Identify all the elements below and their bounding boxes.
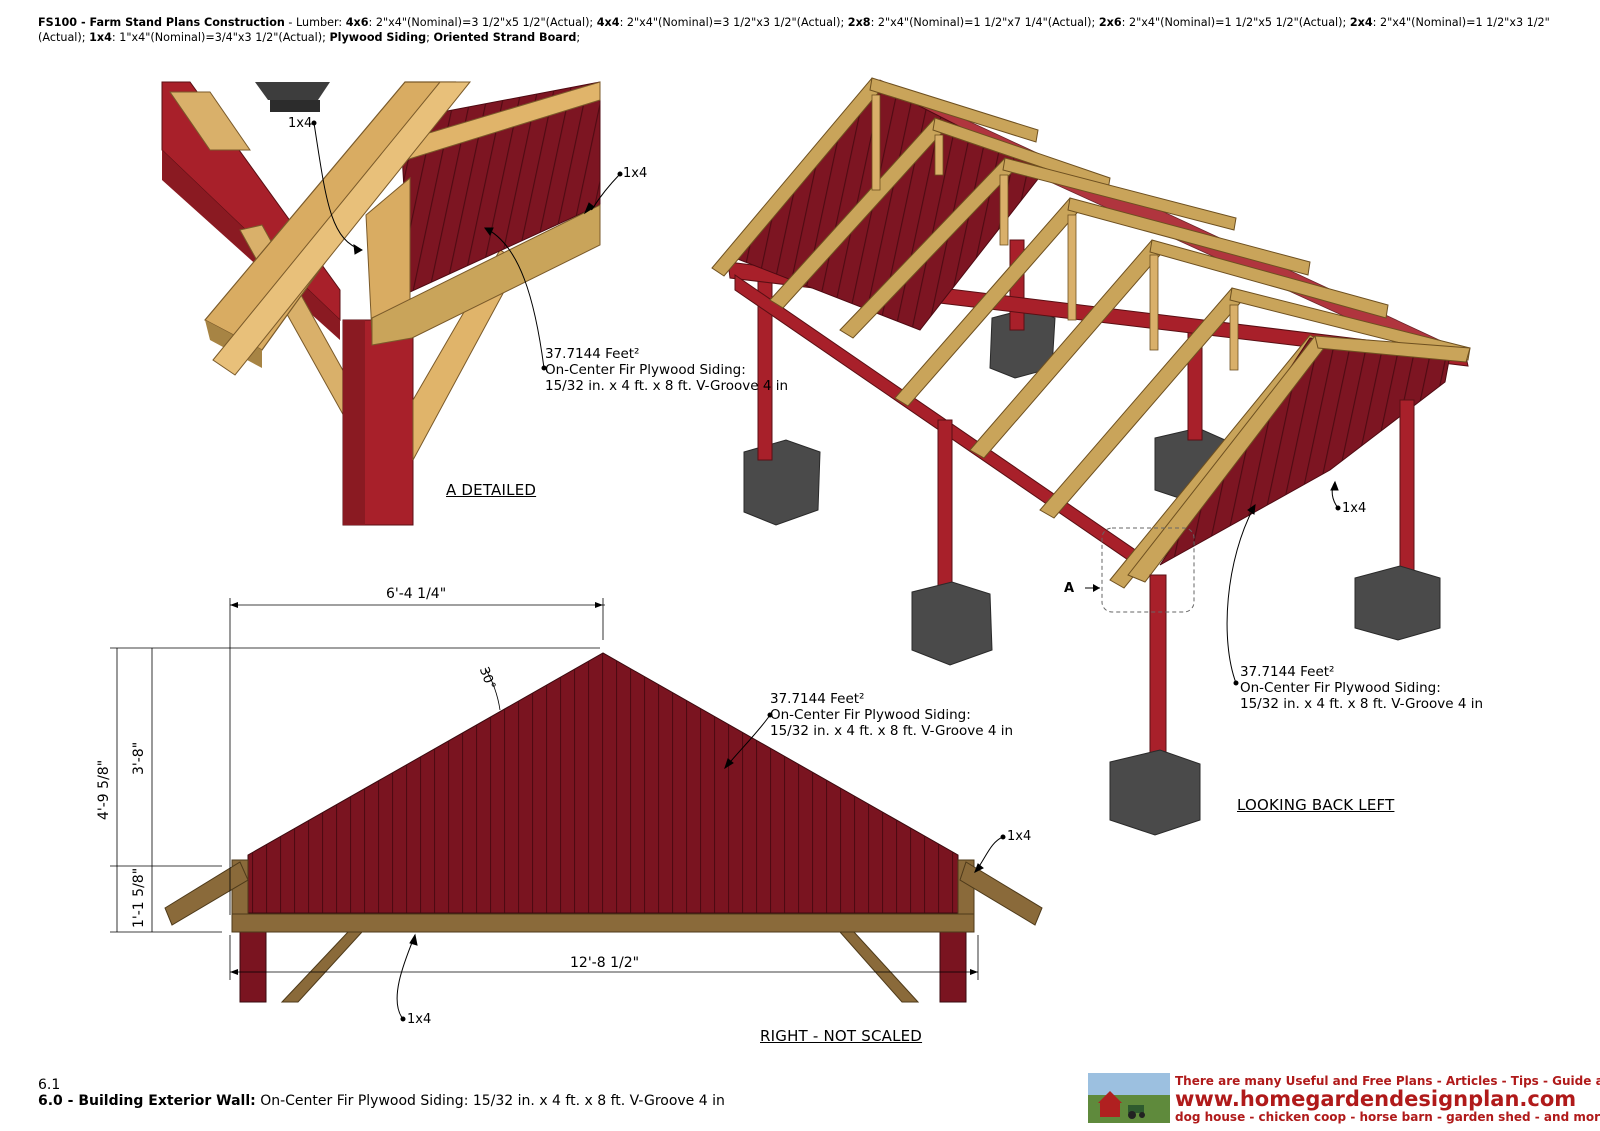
lumber-value: : 2"x4"(Nominal)=3 1/2"x5 1/2"(Actual); <box>368 16 597 29</box>
dim-total-width: 12'-8 1/2" <box>570 955 640 971</box>
lumber-value: : 2"x4"(Nominal)=1 1/2"x7 1/4"(Actual); <box>870 16 1099 29</box>
dim-total-height: 4'-9 5/8" <box>96 759 112 820</box>
footer-section: 6.0 - Building Exterior Wall: On-Center … <box>38 1093 725 1109</box>
iso-siding-note: 37.7144 Feet² On-Center Fir Plywood Sidi… <box>1240 664 1483 712</box>
section-title: 6.0 - Building Exterior Wall: <box>38 1093 256 1109</box>
elevation-leaders <box>396 712 1006 1022</box>
section-desc: On-Center Fir Plywood Siding: 15/32 in. … <box>255 1093 725 1109</box>
dim-gable-height: 3'-8" <box>131 741 147 775</box>
dim-top-width: 6'-4 1/4" <box>386 586 447 602</box>
detail-leaders <box>311 120 623 371</box>
dimension-ticks <box>230 602 978 975</box>
siding-desc-2: 15/32 in. x 4 ft. x 8 ft. V-Groove 4 in <box>545 378 789 394</box>
header-lumber-spec: FS100 - Farm Stand Plans Construction - … <box>38 16 1550 44</box>
detail-view-title: A DETAILED <box>446 481 537 499</box>
detail-siding-note: 37.7144 Feet² On-Center Fir Plywood Sidi… <box>545 346 788 394</box>
lumber-key: 2x6 <box>1098 16 1122 29</box>
plan-code: FS100 <box>38 16 78 29</box>
detail-a-drawing <box>161 81 601 526</box>
elevation-1x4-label-bottom: 1x4 <box>407 1012 432 1027</box>
lumber-value: : 1"x4"(Nominal)=3/4"x3 1/2"(Actual); <box>111 30 330 44</box>
siding-desc-1: On-Center Fir Plywood Siding: <box>1240 680 1441 696</box>
ad-tagline: There are many Useful and Free Plans - A… <box>1175 1074 1600 1088</box>
siding-desc-2: 15/32 in. x 4 ft. x 8 ft. V-Groove 4 in <box>1240 696 1484 712</box>
dimension-lines <box>110 598 979 980</box>
iso-drawing <box>711 77 1471 836</box>
siding-area: 37.7144 Feet² <box>1240 664 1335 680</box>
iso-leaders <box>1226 480 1341 686</box>
plywood-siding-label: Plywood Siding <box>329 30 427 44</box>
detail-1x4-label-a: 1x4 <box>288 116 313 131</box>
detail-1x4-label-b: 1x4 <box>623 166 648 181</box>
siding-area: 37.7144 Feet² <box>770 691 865 707</box>
siding-area: 37.7144 Feet² <box>545 346 640 362</box>
farm-thumbnail-image <box>1088 1073 1170 1123</box>
page-number: 6.1 <box>38 1077 61 1093</box>
lumber-key: 1x4 <box>89 30 112 44</box>
lumber-value: : 2"x4"(Nominal)=3 1/2"x3 1/2"(Actual); <box>619 16 848 29</box>
osb-label: Oriented Strand Board <box>433 30 577 44</box>
callout-a-label: A <box>1064 581 1075 596</box>
lumber-value: : 2"x4"(Nominal)=1 1/2"x5 1/2"(Actual); <box>1121 16 1350 29</box>
lumber-key: 4x6 <box>345 16 369 29</box>
lumber-key: 4x4 <box>596 16 620 29</box>
elevation-siding-note: 37.7144 Feet² On-Center Fir Plywood Sidi… <box>770 691 1013 739</box>
website-ad-banner[interactable]: There are many Useful and Free Plans - A… <box>1088 1073 1600 1124</box>
ad-categories: dog house - chicken coop - horse barn - … <box>1175 1110 1600 1124</box>
elevation-view-title: RIGHT - NOT SCALED <box>760 1027 923 1045</box>
plan-name: Farm Stand Plans Construction <box>89 16 285 29</box>
lumber-key: 2x8 <box>847 16 871 29</box>
siding-desc-2: 15/32 in. x 4 ft. x 8 ft. V-Groove 4 in <box>770 723 1014 739</box>
elevation-1x4-label-top: 1x4 <box>1007 829 1032 844</box>
lumber-value: : 2"x4"(Nominal)=1 1/2"x3 1/2"(Actual); <box>38 16 1550 44</box>
siding-desc-1: On-Center Fir Plywood Siding: <box>770 707 971 723</box>
siding-desc-1: On-Center Fir Plywood Siding: <box>545 362 746 378</box>
ad-website-link[interactable]: www.homegardendesignplan.com <box>1175 1087 1577 1111</box>
iso-view-title: LOOKING BACK LEFT <box>1237 796 1395 814</box>
dim-low-height: 1'-1 5/8" <box>131 867 147 928</box>
lumber-key: 2x4 <box>1349 16 1373 29</box>
iso-1x4-label: 1x4 <box>1342 501 1367 516</box>
right-elevation-drawing <box>164 652 1043 1003</box>
